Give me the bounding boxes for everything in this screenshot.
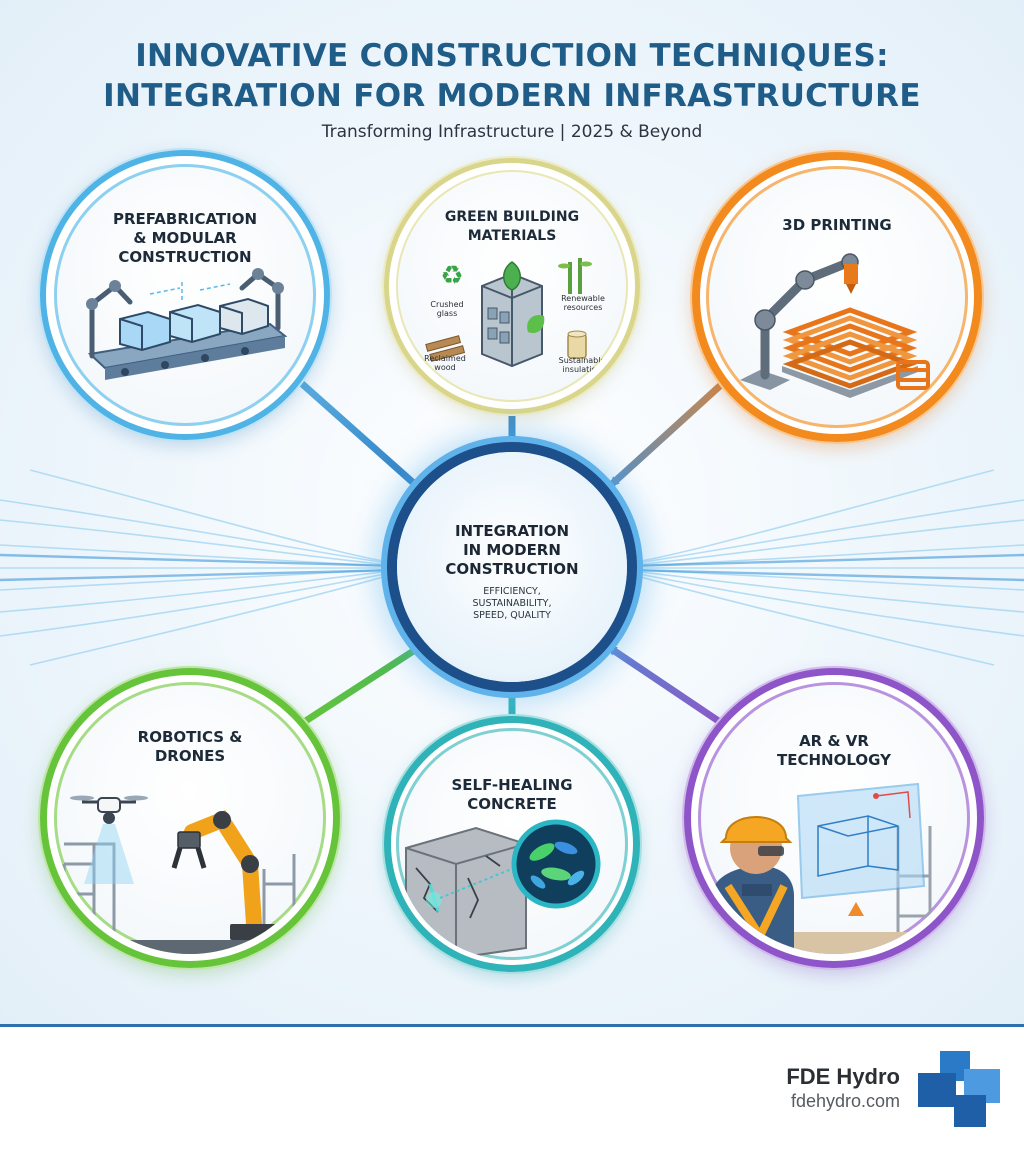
eco-building-icon: ♻ [425, 258, 592, 368]
node-robotics-drones: ROBOTICS & DRONES [40, 668, 340, 968]
connector-layer [0, 379, 1024, 728]
page-subtitle: Transforming Infrastructure | 2025 & Bey… [321, 122, 703, 142]
footer-divider [0, 1024, 1024, 1027]
hub-title: INTEGRATION IN MODERN CONSTRUCTION [445, 522, 579, 578]
modular-assembly-icon [86, 268, 288, 380]
bacteria-concrete-icon [405, 819, 601, 958]
node-label: GREEN BUILDING MATERIALS [444, 209, 580, 244]
node-label: SELF-HEALING CONCRETE [451, 776, 573, 813]
material-crushed-glass: Crushed glass [430, 300, 464, 318]
arrow-arvr [606, 645, 722, 725]
arrow-prefab [297, 379, 421, 490]
page-title-line-2: INTEGRATION FOR MODERN INFRASTRUCTURE [103, 78, 921, 114]
page-title-line-1: INNOVATIVE CONSTRUCTION TECHNIQUES: [135, 38, 889, 74]
material-renewable-resources: Renewable resources [561, 294, 605, 312]
node-self-healing-concrete: SELF-HEALING CONCRETE [384, 716, 640, 972]
material-reclaimed-wood: Reclaimed wood [424, 354, 466, 372]
brand-url[interactable]: fdehydro.com [790, 1091, 900, 1111]
node-label: AR & VR TECHNOLOGY [777, 732, 891, 769]
arrow-printing [609, 381, 725, 487]
node-label: PREFABRICATION & MODULAR CONSTRUCTION [112, 210, 258, 266]
3d-printer-robot-icon [740, 253, 930, 398]
material-sustainable-insulation: Sustainable insulation [558, 356, 606, 374]
node-label: 3D PRINTING [782, 216, 892, 234]
drone-robot-arm-icon [54, 795, 326, 954]
svg-text:♻: ♻ [440, 261, 463, 291]
hub-subtitle: EFFICIENCY, SUSTAINABILITY, SPEED, QUALI… [472, 586, 552, 621]
brand-logo-icon [918, 1051, 1000, 1127]
ar-worker-icon [698, 782, 970, 954]
node-label: ROBOTICS & DRONES [137, 728, 243, 765]
central-hub: INTEGRATION IN MODERN CONSTRUCTION EFFIC… [397, 452, 627, 682]
brand-name: FDE Hydro [786, 1064, 900, 1089]
arrow-robotics [302, 645, 422, 725]
node-prefabrication: PREFABRICATION & MODULAR CONSTRUCTION [40, 150, 330, 440]
node-3d-printing: 3D PRINTING [692, 152, 982, 442]
node-ar-vr-technology: AR & VR TECHNOLOGY [684, 668, 984, 968]
node-green-building: GREEN BUILDING MATERIALS ♻ Crushed glass… [384, 158, 640, 414]
infographic-canvas: INNOVATIVE CONSTRUCTION TECHNIQUES: INTE… [0, 0, 1024, 1024]
